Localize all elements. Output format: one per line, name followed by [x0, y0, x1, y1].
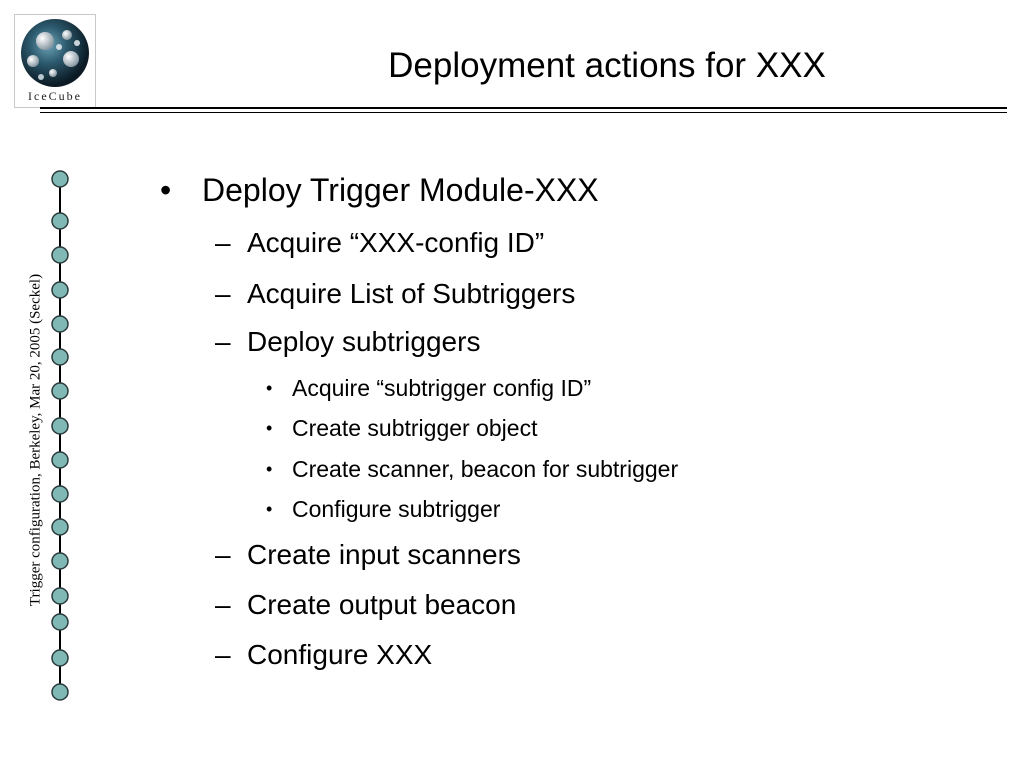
- dash-marker: –: [215, 589, 231, 620]
- list-item-text: Create subtrigger object: [292, 415, 538, 441]
- list-item-text: Deploy Trigger Module-XXX: [202, 172, 599, 208]
- icecube-sphere-icon: [21, 19, 89, 87]
- dash-marker: –: [215, 278, 231, 309]
- dash-marker: –: [215, 227, 231, 258]
- logo-text: IceCube: [28, 89, 82, 103]
- dash-marker: –: [215, 326, 231, 357]
- list-item-text: Configure subtrigger: [292, 496, 501, 522]
- list-item-text: Acquire “subtrigger config ID”: [292, 375, 592, 401]
- bullet-marker: •: [160, 172, 172, 208]
- list-item-text: Configure XXX: [247, 639, 433, 670]
- small-bullet-marker: •: [266, 499, 273, 519]
- list-item-text: Deploy subtriggers: [247, 326, 481, 357]
- title-rule-thin: [40, 112, 1007, 113]
- sidebar-caption: Trigger configuration, Berkeley, Mar 20,…: [24, 220, 48, 660]
- icecube-logo: IceCube: [14, 14, 96, 108]
- small-bullet-marker: •: [266, 378, 273, 398]
- list-item-text: Create output beacon: [247, 589, 517, 620]
- dash-marker: –: [215, 539, 231, 570]
- small-bullet-marker: •: [266, 459, 273, 479]
- small-bullet-marker: •: [266, 418, 273, 438]
- list-item-text: Acquire List of Subtriggers: [247, 278, 576, 309]
- list-item-text: Create scanner, beacon for subtrigger: [292, 456, 679, 482]
- list-item-text: Create input scanners: [247, 539, 521, 570]
- list-item-text: Acquire “XXX-config ID”: [247, 227, 545, 258]
- title-rule-thick: [40, 107, 1007, 109]
- dash-marker: –: [215, 639, 231, 670]
- sidebar-caption-text: Trigger configuration, Berkeley, Mar 20,…: [27, 273, 44, 607]
- bead-chain-decoration: [51, 170, 69, 701]
- slide-title: Deployment actions for XXX: [388, 46, 826, 85]
